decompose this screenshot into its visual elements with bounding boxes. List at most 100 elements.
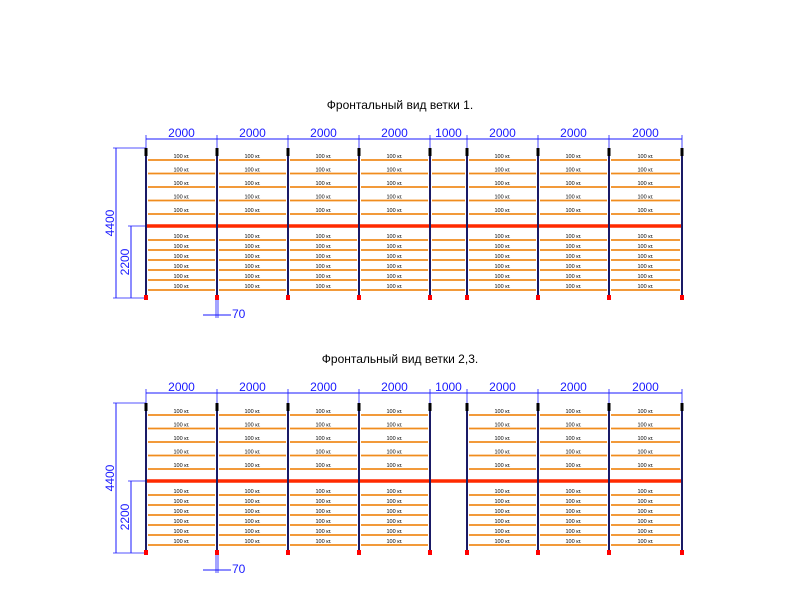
load-label-2-0-u4: 100 кг. xyxy=(174,463,190,469)
load-label-1-3-l2: 100 кг. xyxy=(387,254,403,260)
upright-foot-1-2 xyxy=(286,295,290,300)
load-label-1-1-u0: 100 кг. xyxy=(245,154,261,160)
load-label-2-1-u2: 100 кг. xyxy=(245,436,261,442)
load-label-1-6-l4: 100 кг. xyxy=(566,274,582,280)
load-label-2-5-l0: 100 кг. xyxy=(495,489,511,495)
load-label-2-0-u3: 100 кг. xyxy=(174,450,190,456)
upright-foot-2-8 xyxy=(680,550,684,555)
bay-width-label-1-2: 2000 xyxy=(310,126,337,140)
load-label-2-7-l2: 100 кг. xyxy=(638,509,654,515)
load-label-1-1-l0: 100 кг. xyxy=(245,234,261,240)
load-label-2-7-l0: 100 кг. xyxy=(638,489,654,495)
load-label-2-1-l1: 100 кг. xyxy=(245,499,261,505)
load-label-1-1-l1: 100 кг. xyxy=(245,244,261,250)
load-label-1-2-l4: 100 кг. xyxy=(316,274,332,280)
bay-width-label-2-6: 2000 xyxy=(560,380,587,394)
load-label-2-1-l5: 100 кг. xyxy=(245,539,261,545)
load-label-1-6-u4: 100 кг. xyxy=(566,208,582,214)
load-label-1-2-l5: 100 кг. xyxy=(316,284,332,290)
load-label-2-1-l3: 100 кг. xyxy=(245,519,261,525)
upright-foot-2-5 xyxy=(465,550,469,555)
load-label-2-6-l1: 100 кг. xyxy=(566,499,582,505)
load-label-1-5-u1: 100 кг. xyxy=(495,168,511,174)
height-lower-label-2: 2200 xyxy=(118,503,132,530)
bay-width-label-2-5: 2000 xyxy=(489,380,516,394)
load-label-1-5-u2: 100 кг. xyxy=(495,181,511,187)
load-label-1-0-u2: 100 кг. xyxy=(174,181,190,187)
load-label-1-0-l5: 100 кг. xyxy=(174,284,190,290)
load-label-1-0-l3: 100 кг. xyxy=(174,264,190,270)
offset-label-1: 70 xyxy=(232,307,246,321)
upright-foot-1-3 xyxy=(357,295,361,300)
load-label-1-2-l1: 100 кг. xyxy=(316,244,332,250)
load-label-1-3-u2: 100 кг. xyxy=(387,181,403,187)
load-label-2-7-u3: 100 кг. xyxy=(638,450,654,456)
load-label-1-2-u1: 100 кг. xyxy=(316,168,332,174)
load-label-1-0-l4: 100 кг. xyxy=(174,274,190,280)
load-label-2-5-l1: 100 кг. xyxy=(495,499,511,505)
bay-width-label-2-1: 2000 xyxy=(239,380,266,394)
load-label-2-3-u3: 100 кг. xyxy=(387,450,403,456)
load-label-1-0-l1: 100 кг. xyxy=(174,244,190,250)
load-label-2-3-l2: 100 кг. xyxy=(387,509,403,515)
upright-foot-2-3 xyxy=(357,550,361,555)
load-label-2-2-l3: 100 кг. xyxy=(316,519,332,525)
load-label-2-5-u0: 100 кг. xyxy=(495,409,511,415)
load-label-2-2-u0: 100 кг. xyxy=(316,409,332,415)
load-label-2-6-l3: 100 кг. xyxy=(566,519,582,525)
load-label-2-7-u0: 100 кг. xyxy=(638,409,654,415)
upright-foot-1-7 xyxy=(607,295,611,300)
load-label-1-0-u0: 100 кг. xyxy=(174,154,190,160)
load-label-2-0-u1: 100 кг. xyxy=(174,423,190,429)
load-label-1-1-u1: 100 кг. xyxy=(245,168,261,174)
load-label-2-0-l0: 100 кг. xyxy=(174,489,190,495)
bay-width-label-1-3: 2000 xyxy=(381,126,408,140)
load-label-1-0-l2: 100 кг. xyxy=(174,254,190,260)
bay-width-label-2-2: 2000 xyxy=(310,380,337,394)
load-label-2-2-l0: 100 кг. xyxy=(316,489,332,495)
load-label-2-7-l5: 100 кг. xyxy=(638,539,654,545)
load-label-1-5-l4: 100 кг. xyxy=(495,274,511,280)
load-label-2-1-l4: 100 кг. xyxy=(245,529,261,535)
load-label-1-5-u0: 100 кг. xyxy=(495,154,511,160)
load-label-2-1-u0: 100 кг. xyxy=(245,409,261,415)
load-label-2-5-l2: 100 кг. xyxy=(495,509,511,515)
upright-foot-1-5 xyxy=(465,295,469,300)
load-label-1-5-l0: 100 кг. xyxy=(495,234,511,240)
load-label-1-3-l3: 100 кг. xyxy=(387,264,403,270)
height-total-label-2: 4400 xyxy=(103,464,117,491)
load-label-2-0-l2: 100 кг. xyxy=(174,509,190,515)
load-label-1-1-l4: 100 кг. xyxy=(245,274,261,280)
load-label-2-0-l5: 100 кг. xyxy=(174,539,190,545)
load-label-2-2-u3: 100 кг. xyxy=(316,450,332,456)
load-label-2-2-u1: 100 кг. xyxy=(316,423,332,429)
load-label-2-1-l0: 100 кг. xyxy=(245,489,261,495)
load-label-2-5-l4: 100 кг. xyxy=(495,529,511,535)
load-label-2-3-l0: 100 кг. xyxy=(387,489,403,495)
load-label-2-3-l4: 100 кг. xyxy=(387,529,403,535)
load-label-2-3-l1: 100 кг. xyxy=(387,499,403,505)
load-label-1-6-l0: 100 кг. xyxy=(566,234,582,240)
upright-foot-2-1 xyxy=(215,550,219,555)
load-label-2-5-l5: 100 кг. xyxy=(495,539,511,545)
load-label-1-5-l2: 100 кг. xyxy=(495,254,511,260)
bay-width-label-1-5: 2000 xyxy=(489,126,516,140)
load-label-2-6-u3: 100 кг. xyxy=(566,450,582,456)
load-label-1-3-l5: 100 кг. xyxy=(387,284,403,290)
load-label-2-3-l3: 100 кг. xyxy=(387,519,403,525)
load-label-2-0-l1: 100 кг. xyxy=(174,499,190,505)
bay-width-label-1-6: 2000 xyxy=(560,126,587,140)
load-label-2-5-l3: 100 кг. xyxy=(495,519,511,525)
upright-foot-2-6 xyxy=(536,550,540,555)
load-label-1-3-u3: 100 кг. xyxy=(387,195,403,201)
upright-foot-2-4 xyxy=(428,550,432,555)
load-label-2-6-l5: 100 кг. xyxy=(566,539,582,545)
bay-width-label-2-7: 2000 xyxy=(632,380,659,394)
upright-foot-1-4 xyxy=(428,295,432,300)
load-label-1-6-l2: 100 кг. xyxy=(566,254,582,260)
load-label-2-3-l5: 100 кг. xyxy=(387,539,403,545)
load-label-2-3-u2: 100 кг. xyxy=(387,436,403,442)
load-label-2-2-l1: 100 кг. xyxy=(316,499,332,505)
load-label-2-0-l3: 100 кг. xyxy=(174,519,190,525)
load-label-2-3-u4: 100 кг. xyxy=(387,463,403,469)
